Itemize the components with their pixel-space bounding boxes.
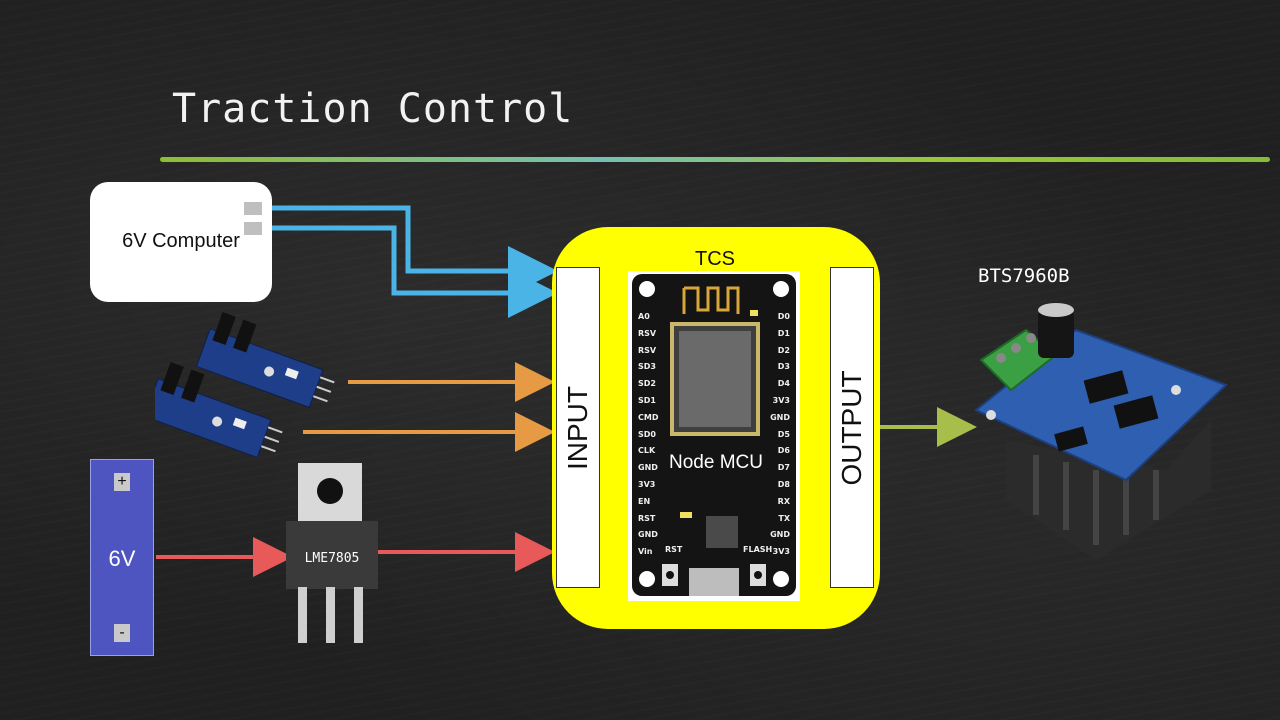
usb-port (689, 568, 739, 596)
pin-label: SD3 (638, 362, 656, 372)
pin-label: D1 (777, 328, 790, 338)
pin-label: TX (778, 513, 790, 523)
pin-label: GND (638, 530, 658, 540)
computer-wire-1 (272, 205, 558, 296)
pin-label: D3 (777, 362, 790, 372)
pin-label: D6 (777, 446, 790, 456)
pin-label: D2 (777, 345, 790, 355)
pin-label: SD0 (638, 429, 656, 439)
pin-label: D4 (777, 379, 790, 389)
pin-label: 3V3 (638, 480, 656, 489)
regulator-label: LME7805 (305, 551, 360, 566)
pin-label: Vin (638, 547, 653, 557)
computer-label: 6V Computer (122, 230, 240, 252)
pin-label: 3V3 (772, 396, 790, 405)
pin-label: SD1 (638, 396, 656, 405)
pin-label: RSV (638, 328, 657, 338)
driver-title: BTS7960B (978, 265, 1070, 287)
pin-label: CMD (638, 412, 659, 422)
title-underline (160, 157, 1270, 162)
flash-button-label: FLASH (743, 545, 773, 554)
pin-label: GND (638, 463, 658, 473)
pin-label: A0 (638, 312, 650, 321)
battery-plus-terminal: + (114, 473, 130, 491)
pin-label: 3V3 (772, 547, 790, 557)
pin-label: EN (638, 496, 651, 506)
pin-label: D7 (777, 463, 790, 473)
output-label: OUTPUT (836, 369, 867, 486)
pin-label: D5 (777, 429, 790, 439)
slide-title: Traction Control (172, 86, 574, 132)
input-label: INPUT (562, 385, 593, 470)
pin-label: RST (638, 513, 656, 523)
output-panel: OUTPUT (830, 267, 874, 588)
computer-box: 6V Computer (90, 182, 272, 302)
computer-port-2 (244, 222, 262, 235)
battery-minus-terminal: - (114, 624, 130, 642)
pin-label: RX (777, 496, 790, 506)
speed-sensor-modules (155, 312, 335, 459)
speed-sensor-1 (195, 312, 335, 409)
rst-button-label: RST (665, 545, 683, 554)
pin-label: CLK (638, 446, 656, 456)
node-mcu-details (639, 281, 789, 596)
speed-sensor-2 (155, 362, 283, 459)
pin-label: D0 (777, 312, 790, 321)
tcs-title: TCS (695, 248, 735, 270)
input-panel: INPUT (556, 267, 600, 588)
pin-label: GND (770, 530, 790, 540)
bts7960b-motor-driver (974, 303, 1228, 560)
battery-voltage: 6V (108, 546, 136, 571)
voltage-regulator: LME7805 (286, 463, 378, 643)
wifi-antenna-icon (682, 286, 740, 314)
pin-label: SD2 (638, 379, 656, 389)
usb-chip (706, 516, 738, 548)
mcu-label: Node MCU (669, 452, 763, 473)
pin-label: RSV (638, 345, 657, 355)
pin-label: GND (770, 412, 790, 422)
computer-port-1 (244, 202, 262, 215)
pin-label: D8 (777, 480, 790, 489)
computer-wire-2 (272, 225, 558, 318)
battery: + 6V - (90, 459, 154, 656)
